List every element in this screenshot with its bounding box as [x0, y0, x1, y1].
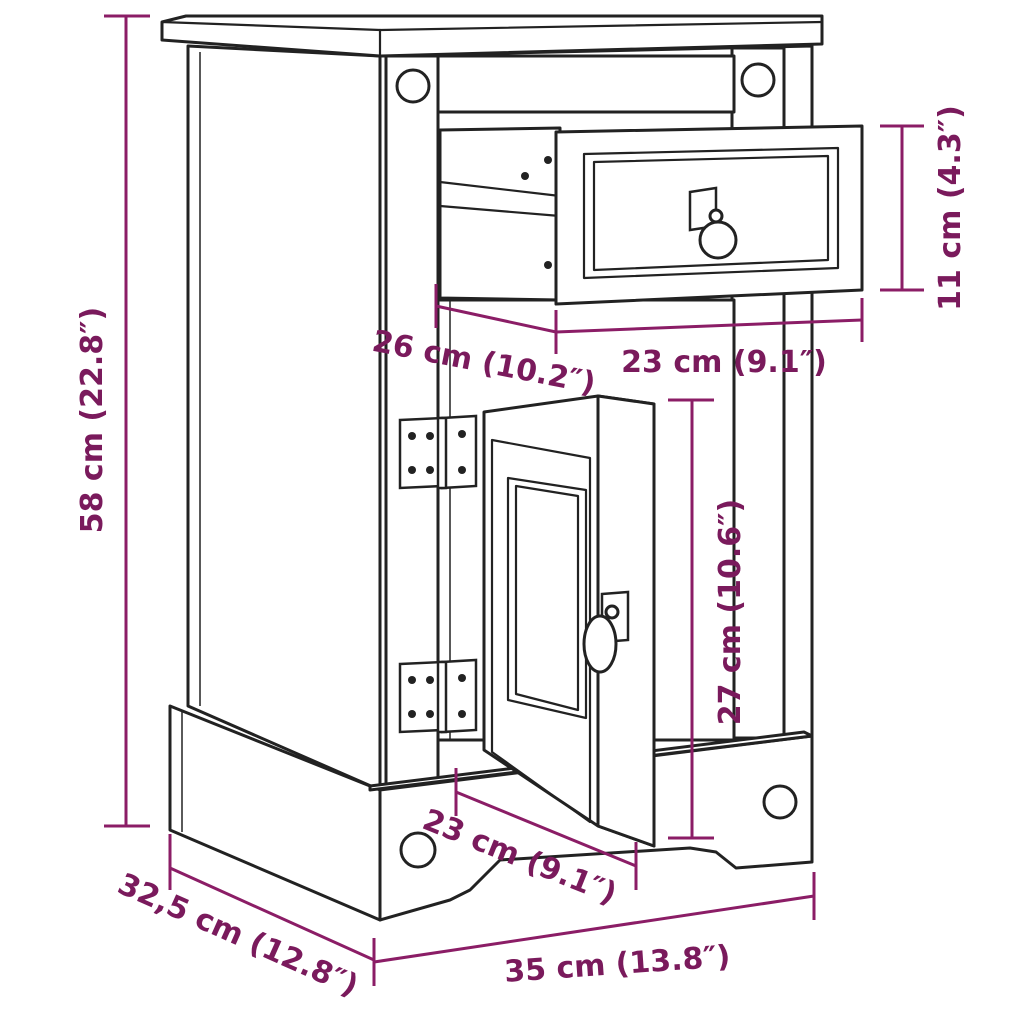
plinth-rosette-right	[762, 784, 798, 820]
height-label: 58 cm (22.8″)	[75, 307, 110, 534]
width-label: 35 cm (13.8″)	[503, 939, 731, 990]
door-height-label: 27 cm (10.6″)	[713, 499, 748, 726]
dimension-lines	[104, 14, 924, 986]
plinth	[168, 704, 814, 922]
door-ring-pull	[582, 590, 630, 674]
drawer-height-label: 11 cm (4.3″)	[933, 105, 968, 311]
corner-rosette-right	[740, 62, 776, 98]
hinge-bottom	[398, 658, 478, 734]
top-rail-opening	[436, 54, 736, 114]
hinge-top	[398, 414, 478, 490]
tabletop	[160, 14, 824, 58]
drawer-ring-pull	[688, 186, 738, 260]
door	[482, 394, 656, 848]
plinth-rosette-left	[399, 831, 437, 869]
drawer	[438, 124, 864, 306]
drawer-width-label: 23 cm (9.1″)	[621, 345, 827, 380]
corner-rosette-left	[395, 68, 431, 104]
side-panel	[186, 44, 382, 792]
